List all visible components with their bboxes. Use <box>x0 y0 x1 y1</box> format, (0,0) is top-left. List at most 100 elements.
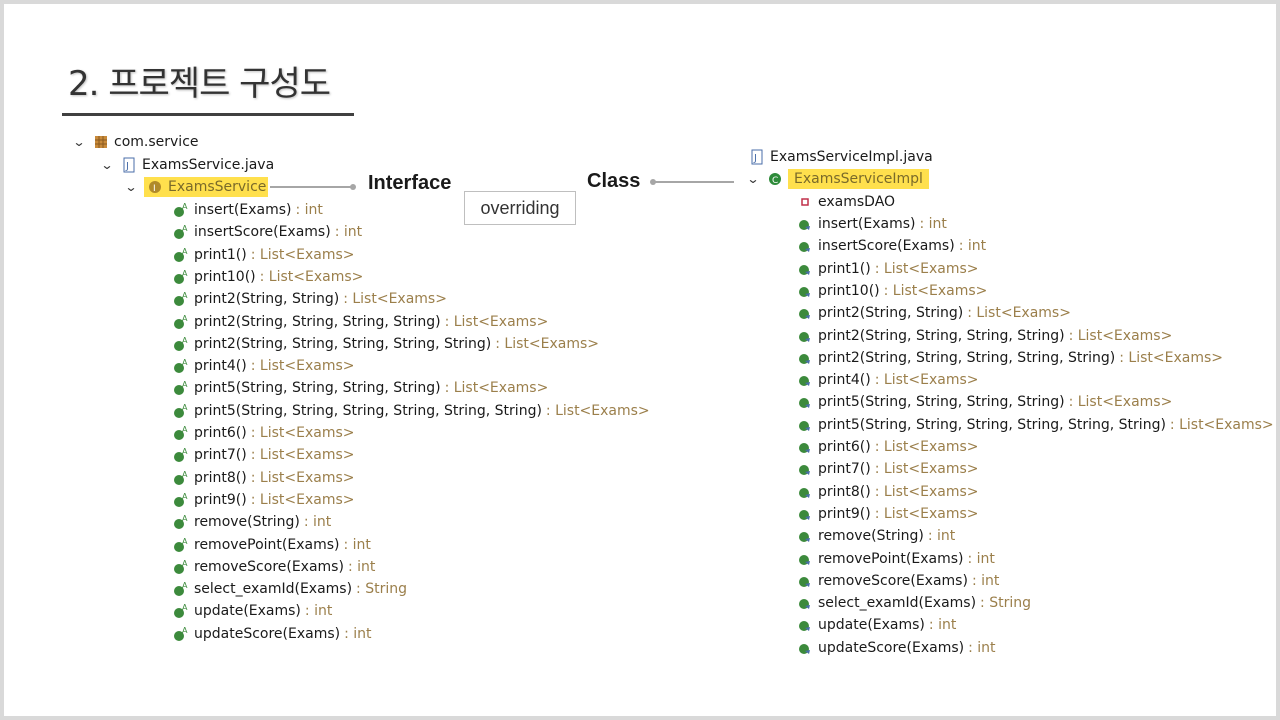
method-item[interactable]: remove(String): int <box>796 526 955 546</box>
svg-text:J: J <box>125 161 129 172</box>
chevron-down-icon[interactable]: ⌄ <box>100 158 114 172</box>
public-method-icon <box>796 215 814 233</box>
interface-file-label: ExamsService.java <box>142 157 275 173</box>
svg-text:A: A <box>182 314 188 323</box>
public-method-icon <box>796 393 814 411</box>
method-item[interactable]: print9(): List<Exams> <box>796 504 978 524</box>
chevron-down-icon[interactable]: ⌄ <box>746 172 760 186</box>
field-node[interactable]: examsDAO <box>796 192 895 212</box>
overriding-box: overriding <box>464 191 576 225</box>
method-return-type: : int <box>919 216 947 232</box>
method-item[interactable]: insertScore(Exams): int <box>796 236 986 256</box>
method-signature: print5(String, String, String, String, S… <box>194 402 542 419</box>
method-item[interactable]: removePoint(Exams): int <box>796 549 995 569</box>
interface-type-node[interactable]: ⌄ I ExamsService <box>124 177 269 197</box>
chevron-down-icon[interactable]: ⌄ <box>72 135 86 149</box>
method-signature: print1() <box>818 260 871 277</box>
class-file-label: ExamsServiceImpl.java <box>770 149 933 165</box>
package-node[interactable]: ⌄ com.service <box>72 132 198 152</box>
abstract-method-icon: A <box>172 625 190 643</box>
java-file-icon: J <box>120 156 138 174</box>
method-item[interactable]: removeScore(Exams): int <box>796 571 999 591</box>
class-file-node[interactable]: J ExamsServiceImpl.java <box>748 147 933 167</box>
method-item[interactable]: print7(): List<Exams> <box>796 459 978 479</box>
class-label: Class <box>587 170 641 192</box>
method-item[interactable]: print2(String, String, String, String): … <box>796 326 1172 346</box>
method-return-type: : int <box>968 639 996 656</box>
method-item[interactable]: print5(String, String, String, String): … <box>796 392 1172 412</box>
class-connector-line <box>654 181 734 183</box>
method-item[interactable]: print6(): List<Exams> <box>796 437 978 457</box>
public-method-icon <box>796 416 814 434</box>
svg-text:A: A <box>182 581 188 590</box>
interface-file-node[interactable]: ⌄ J ExamsService.java <box>100 155 274 175</box>
method-item[interactable]: print2(String, String): List<Exams> <box>796 303 1071 323</box>
method-item[interactable]: print1(): List<Exams> <box>796 259 978 279</box>
slide-title: 2. 프로젝트 구성도 <box>68 64 331 104</box>
method-return-type: : List<Exams> <box>874 505 979 522</box>
method-item[interactable]: update(Exams): int <box>796 615 956 635</box>
method-return-type: : String <box>356 581 407 598</box>
method-signature: print2(String, String) <box>194 291 340 308</box>
package-icon <box>92 133 110 151</box>
method-return-type: : int <box>303 514 332 531</box>
svg-text:A: A <box>182 559 188 568</box>
method-return-type: : List<Exams> <box>874 439 979 455</box>
method-item[interactable]: select_examId(Exams): String <box>796 593 1031 613</box>
method-item[interactable]: insert(Exams): int <box>796 214 947 234</box>
class-type-node[interactable]: ⌄ C ExamsServiceImpl <box>746 169 929 189</box>
method-signature: insert(Exams) <box>818 216 916 232</box>
abstract-method-icon: A <box>172 580 190 598</box>
method-item[interactable]: print5(String, String, String, String, S… <box>796 415 1274 435</box>
chevron-down-icon[interactable]: ⌄ <box>124 180 138 194</box>
method-signature: print5(String, String, String, String) <box>194 380 441 397</box>
method-item[interactable]: print2(String, String, String, String, S… <box>796 348 1223 368</box>
method-signature: remove(String) <box>194 514 300 531</box>
class-type-label: ExamsServiceImpl <box>788 169 929 189</box>
java-file-icon: J <box>748 148 766 166</box>
method-signature: print2(String, String, String, String) <box>194 313 441 330</box>
interface-type-highlight: I ExamsService <box>144 177 269 197</box>
interface-label: Interface <box>368 172 452 194</box>
method-item[interactable]: updateScore(Exams): int <box>796 638 996 658</box>
method-return-type: : int <box>334 224 363 241</box>
method-item[interactable]: print10(): List<Exams> <box>796 281 987 301</box>
svg-text:A: A <box>182 269 188 278</box>
abstract-method-icon: A <box>172 379 190 397</box>
method-item[interactable]: print8(): List<Exams> <box>796 482 978 502</box>
interface-connector-dot <box>350 184 356 190</box>
svg-text:A: A <box>182 514 188 523</box>
method-signature: print6() <box>194 425 247 441</box>
method-return-type: : List<Exams> <box>874 461 979 478</box>
abstract-method-icon: A <box>172 402 190 420</box>
public-method-icon <box>796 483 814 501</box>
abstract-method-icon: A <box>172 446 190 464</box>
svg-text:J: J <box>753 153 757 164</box>
private-field-icon <box>796 193 814 211</box>
method-return-type: : List<Exams> <box>250 447 355 464</box>
interface-icon: I <box>146 178 164 196</box>
method-signature: print4() <box>194 358 247 375</box>
title-underline <box>62 113 354 116</box>
method-item[interactable]: print4(): List<Exams> <box>796 370 978 390</box>
